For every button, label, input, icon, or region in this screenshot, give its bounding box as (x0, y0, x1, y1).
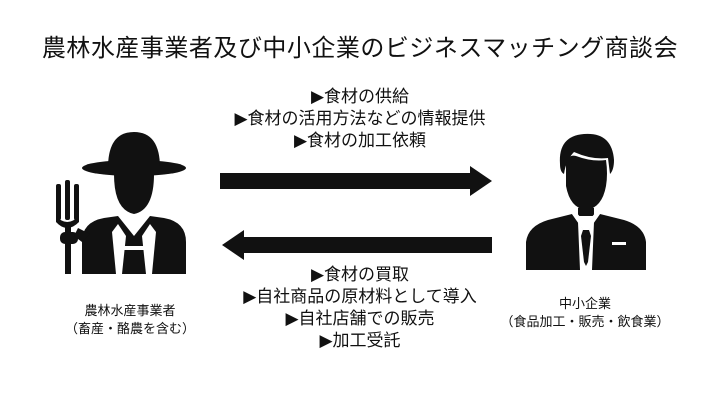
list-item: ▶食材の買取 (310, 265, 410, 285)
producer-offerings-list: ▶食材の供給 ▶食材の活用方法などの情報提供 ▶食材の加工依頼 (190, 86, 530, 152)
businessman-icon (526, 133, 646, 270)
arrow-right-icon (220, 166, 492, 196)
arrow-left-icon (222, 230, 492, 260)
smb-note: （食品加工・販売・飲食業） (500, 315, 670, 330)
list-item: ▶食材の加工依頼 (293, 131, 427, 151)
smb-caption: 中小企業 （食品加工・販売・飲食業） (495, 296, 675, 332)
list-item: ▶食材の活用方法などの情報提供 (234, 109, 486, 129)
smb-name: 中小企業 (558, 297, 611, 312)
producer-note: （畜産・酪農を含む） (64, 322, 195, 337)
producer-name: 農林水産事業者 (84, 304, 176, 319)
list-item: ▶自社商品の原材料として導入 (243, 287, 477, 307)
list-item: ▶食材の供給 (310, 87, 410, 107)
list-item: ▶加工受託 (319, 331, 401, 351)
smb-offerings-list: ▶食材の買取 ▶自社商品の原材料として導入 ▶自社店舗での販売 ▶加工受託 (190, 264, 530, 352)
farmer-icon (56, 132, 186, 274)
list-item: ▶自社店舗での販売 (285, 309, 435, 329)
diagram-title: 農林水産事業者及び中小企業のビジネスマッチング商談会 (41, 34, 679, 62)
producer-caption: 農林水産事業者 （畜産・酪農を含む） (50, 303, 210, 339)
